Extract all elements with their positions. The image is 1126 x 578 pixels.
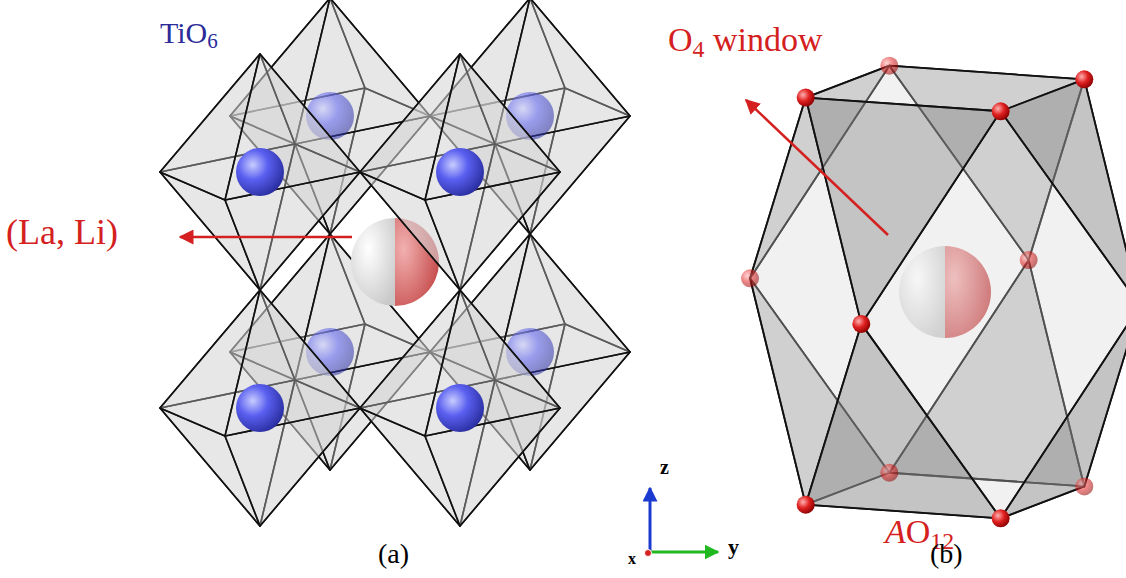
leader-arrow: [180, 236, 352, 239]
callout-label: O4 window: [668, 20, 823, 59]
ti-atom: [436, 384, 484, 432]
oxygen-atom: [880, 464, 898, 482]
perovskite-octahedra: [160, 0, 630, 526]
oxygen-atom: [880, 57, 898, 75]
axis-triad: [645, 488, 719, 557]
y-axis: [650, 551, 718, 554]
site-label: (La, Li): [6, 212, 118, 253]
oxygen-atom: [741, 269, 759, 287]
tio6-octahedron: [160, 290, 360, 526]
leader-arrow: [746, 100, 888, 235]
axis-label: z: [660, 456, 669, 479]
axis-label: y: [728, 534, 739, 559]
tio6-octahedron: [360, 290, 560, 526]
oxygen-atom: [992, 509, 1010, 527]
oxygen-atom: [1075, 477, 1093, 495]
oxygen-atom: [797, 496, 815, 514]
panel-caption: (a): [378, 538, 409, 570]
oxygen-atom: [797, 89, 815, 107]
polyhedron-face: [806, 98, 1001, 324]
oxygen-atom: [1075, 70, 1093, 88]
formula-label: TiO6: [160, 16, 218, 51]
axis-label: x: [628, 550, 636, 568]
oxygen-atom: [1020, 251, 1038, 269]
ti-atom: [436, 148, 484, 196]
cuboctahedron: [741, 57, 1126, 528]
z-axis: [649, 488, 652, 552]
oxygen-atom: [992, 102, 1010, 120]
octahedron-face: [225, 54, 360, 200]
tio6-octahedron: [360, 54, 560, 290]
tio6-octahedron: [160, 54, 360, 290]
octahedron-face: [225, 290, 360, 436]
ti-atom: [236, 384, 284, 432]
panel-caption: (b): [930, 538, 963, 570]
oxygen-atom: [852, 315, 870, 333]
la-half: [351, 218, 395, 306]
x-axis: [645, 550, 652, 557]
ti-atom: [236, 148, 284, 196]
octahedron-face: [425, 54, 560, 200]
octahedron-face: [425, 290, 560, 436]
